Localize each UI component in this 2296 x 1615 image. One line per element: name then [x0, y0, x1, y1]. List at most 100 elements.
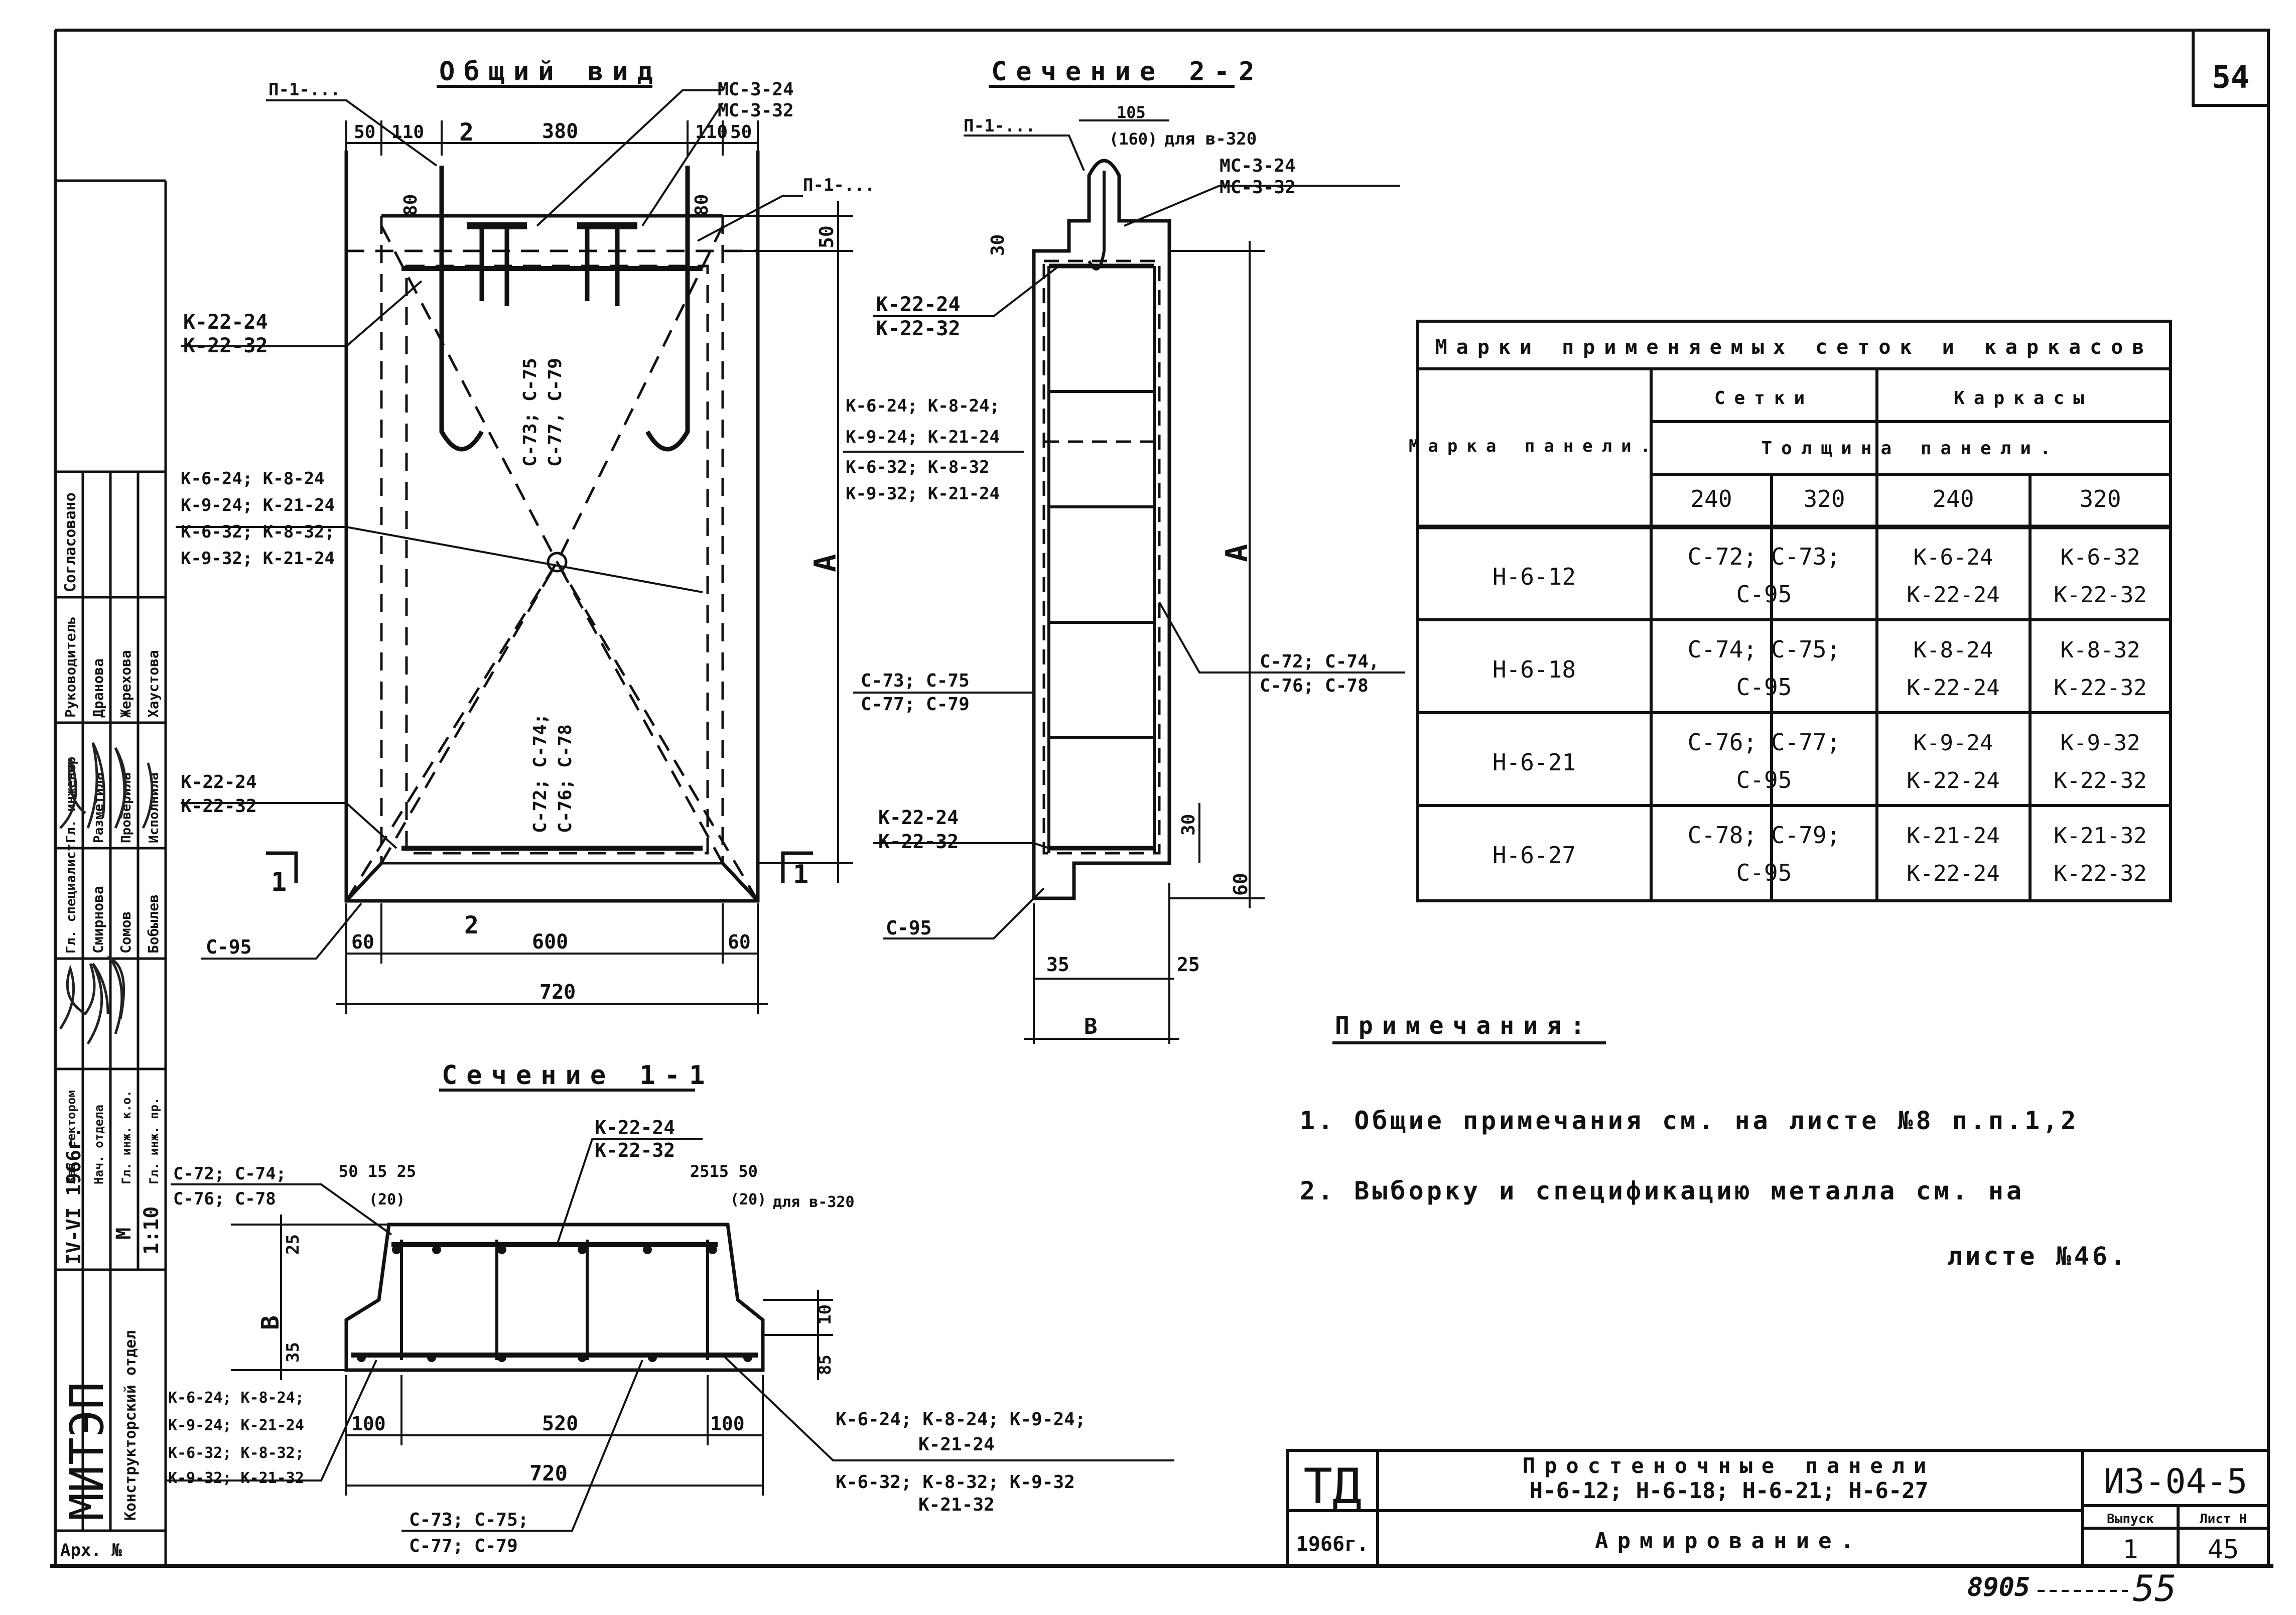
s11-label-kr-2: К-21-24 — [918, 1434, 995, 1455]
stamp-org: МИТЭП — [60, 1382, 114, 1521]
s22-label-k-2: К-9-24; К-21-24 — [846, 427, 1000, 447]
section-1-1: Сечение 1-1 — [166, 1060, 1174, 1556]
s11-dims-left-sub: (20) — [369, 1191, 405, 1208]
tb-sheet-label: Лист Н — [2200, 1512, 2247, 1527]
s11-label-kl-3: К-6-32; К-8-32; — [168, 1444, 304, 1462]
row3-mark: Н-6-21 — [1493, 749, 1576, 776]
section22-title: Сечение 2-2 — [991, 57, 1263, 87]
gv-mesh-bot-2: С-76; С-78 — [555, 724, 576, 833]
stamp-role-10: Гл. инж. пр. — [147, 1098, 161, 1184]
signatures — [59, 742, 154, 1045]
stamp-dept: Конструкторский отдел — [122, 1330, 140, 1521]
stamp-name-2: Жерехова — [117, 650, 134, 718]
notes: Примечания: 1. Общие примечания см. на л… — [1300, 1012, 2128, 1271]
tb-line3: Армирование. — [1595, 1528, 1863, 1554]
gv-dim-50: 50 — [816, 225, 838, 248]
row3-k320-2: К-22-32 — [2054, 768, 2146, 793]
gv-cut-right: 1 — [793, 860, 808, 890]
page-number-box — [2192, 29, 2270, 107]
row2-mesh-2: С-95 — [1736, 674, 1792, 701]
gv-label-k22-bot-2: К-22-32 — [181, 796, 257, 817]
row2-k240-1: К-8-24 — [1914, 637, 1993, 663]
gv-mesh-bot-1: С-72; С-74; — [530, 714, 551, 833]
table-col-frames: Каркасы — [1954, 388, 2093, 409]
row2-k320-2: К-22-32 — [2054, 675, 2146, 701]
gv-label-k22-top-2: К-22-32 — [183, 334, 268, 357]
gv-cut-left: 1 — [271, 867, 287, 897]
s11-dims-right-sub: (20) — [730, 1191, 766, 1208]
s11-dim-85: 85 — [815, 1355, 835, 1375]
section11-title: Сечение 1-1 — [442, 1060, 714, 1091]
row3-mesh-1: С-76; С-77; — [1688, 729, 1841, 756]
tb-td: ТД — [1303, 1458, 1362, 1515]
notes-heading: Примечания: — [1335, 1012, 1594, 1040]
s22-label-c73-2: С-77; С-79 — [861, 694, 970, 715]
page-number: 54 — [2212, 59, 2250, 95]
table-row: Н-6-18 С-74; С-75; С-95 К-8-24 К-22-24 К… — [1493, 636, 2147, 701]
s11-dim-25: 25 — [283, 1234, 303, 1255]
table-row: Н-6-21 С-76; С-77; С-95 К-9-24 К-22-24 К… — [1493, 729, 2147, 793]
gv-dim-1: 50 — [354, 122, 375, 143]
s11-label-c73-1: С-73; С-75; — [409, 1510, 528, 1530]
row3-k240-1: К-9-24 — [1914, 730, 1993, 756]
s22-dim-160: (160) — [1109, 129, 1157, 149]
stamp-arch: Арх. № — [60, 1540, 122, 1560]
s22-dim-35: 35 — [1046, 954, 1069, 976]
stamp-role-5: Исполнила — [147, 772, 162, 843]
tb-issue: 1 — [2122, 1535, 2138, 1565]
gv-label-k-2: К-9-24; К-21-24 — [181, 495, 335, 515]
gv-bdim-1: 60 — [351, 931, 374, 953]
s22-label-k22-bot-2: К-22-32 — [878, 831, 959, 853]
row1-k240-2: К-22-24 — [1907, 582, 1999, 608]
gv-dim-4: 110 — [695, 122, 728, 143]
note-1: 1. Общие примечания см. на листе №8 п.п.… — [1300, 1106, 2079, 1135]
s22-label-mc-1: МС-3-24 — [1220, 156, 1296, 176]
gv-label-k-4: К-9-32; К-21-24 — [181, 549, 335, 569]
row3-mesh-2: С-95 — [1736, 766, 1792, 793]
row4-mesh-1: С-78; С-79; — [1688, 822, 1841, 849]
gv-dim-80b: 80 — [692, 194, 712, 216]
general-view-title: Общий вид — [439, 57, 662, 87]
left-stamp — [54, 30, 167, 1566]
marks-table: Марки применяемых сеток и каркасов Марка… — [1409, 320, 2172, 902]
s22-height-a: А — [1220, 544, 1255, 562]
s11-label-kl-1: К-6-24; К-8-24; — [168, 1389, 304, 1407]
footer-handwritten: 8905 — [1967, 1572, 2030, 1602]
tb-sheet: 45 — [2208, 1535, 2239, 1565]
row2-k320-1: К-8-32 — [2061, 637, 2140, 663]
row2-mark: Н-6-18 — [1493, 656, 1576, 683]
s11-bdim-1: 100 — [351, 1413, 386, 1435]
row4-k320-2: К-22-32 — [2054, 861, 2146, 886]
title-block: ТД 1966г. Простеночные панели Н-6-12; Н-… — [1286, 1449, 2270, 1567]
s11-dim-10: 10 — [815, 1304, 835, 1325]
row4-k240-2: К-22-24 — [1907, 861, 1999, 886]
s22-dim-30b: 30 — [1178, 814, 1199, 836]
s22-label-k-1: К-6-24; К-8-24; — [846, 396, 1000, 416]
stamp-row-1: Согласовано — [62, 492, 79, 592]
s22-label-k22-top-2: К-22-32 — [876, 317, 961, 340]
gv-bdim-2: 600 — [532, 930, 568, 954]
s22-label-c72-2: С-76; С-78 — [1260, 676, 1369, 696]
s11-label-kr-1: К-6-24; К-8-24; К-9-24; — [836, 1409, 1086, 1430]
row1-mesh-2: С-95 — [1736, 581, 1792, 608]
table-sub-4: 320 — [2079, 485, 2121, 512]
stamp-role-1: Руководитель — [62, 616, 79, 718]
row2-mesh-1: С-74; С-75; — [1688, 636, 1841, 663]
tb-code: ИЗ-04-5 — [2104, 1462, 2248, 1502]
row4-mesh-2: С-95 — [1736, 859, 1792, 886]
table-col-mark: Марка панели. — [1409, 436, 1660, 456]
s11-dim-35: 35 — [283, 1342, 303, 1363]
row4-k320-1: К-21-32 — [2054, 823, 2146, 849]
tb-issue-label: Выпуск — [2107, 1512, 2154, 1527]
table-col-meshes: Сетки — [1714, 388, 1814, 409]
gv-bdim-3: 60 — [728, 931, 751, 953]
note-3: листе №46. — [1947, 1242, 2128, 1271]
gv-dim-3: 380 — [542, 120, 578, 143]
row3-k320-1: К-9-32 — [2061, 730, 2140, 756]
s22-dim-30a: 30 — [988, 234, 1008, 256]
row1-mark: Н-6-12 — [1493, 563, 1576, 590]
table-title: Марки применяемых сеток и каркасов — [1435, 336, 2153, 359]
stamp-role-8: Нач. отдела — [92, 1105, 106, 1184]
